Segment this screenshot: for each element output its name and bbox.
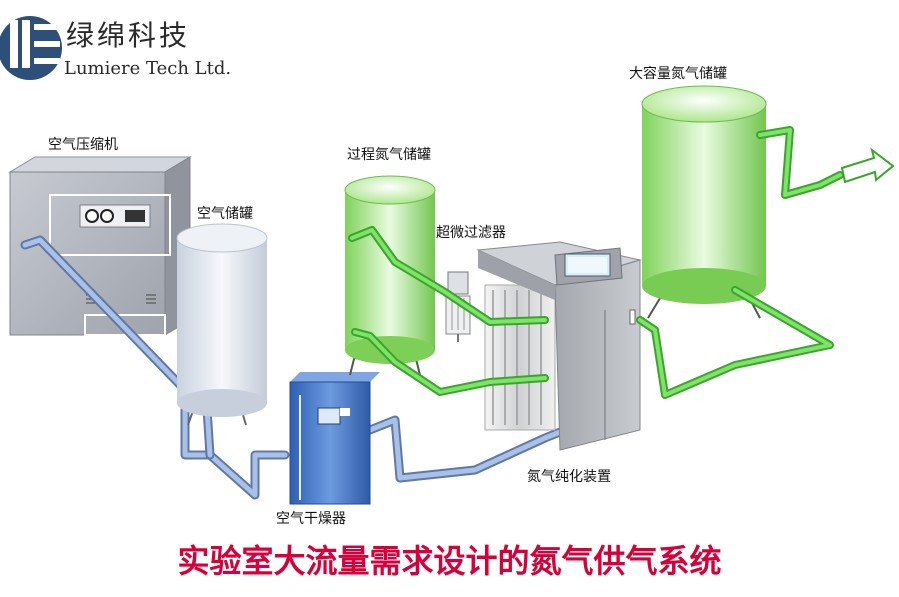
label-air-dryer: 空气干燥器 <box>276 511 346 527</box>
nitrogen-pipeline <box>348 126 844 399</box>
label-large-n2-tank: 大容量氮气储罐 <box>629 66 727 82</box>
process-nitrogen-tank <box>344 175 436 376</box>
page-title: 实验室大流量需求设计的氮气供气系统 <box>177 542 722 580</box>
logo-mark <box>0 16 62 80</box>
label-air-tank: 空气储罐 <box>197 206 253 222</box>
air-dryer <box>289 372 380 505</box>
logo-name-en: Lumiere Tech Ltd. <box>64 58 232 79</box>
label-n2-purifier: 氮气纯化装置 <box>527 469 611 485</box>
air-storage-tank <box>176 223 268 426</box>
outlet-arrow-icon <box>840 147 895 184</box>
logo-name-cn: 绿绵科技 <box>66 19 191 52</box>
large-nitrogen-tank <box>641 85 767 319</box>
nitrogen-purifier <box>476 241 642 451</box>
air-compressor <box>8 156 192 336</box>
label-air-compressor: 空气压缩机 <box>48 137 118 153</box>
label-process-n2-tank: 过程氮气储罐 <box>347 147 431 163</box>
label-micro-filter: 超微过滤器 <box>436 225 506 241</box>
